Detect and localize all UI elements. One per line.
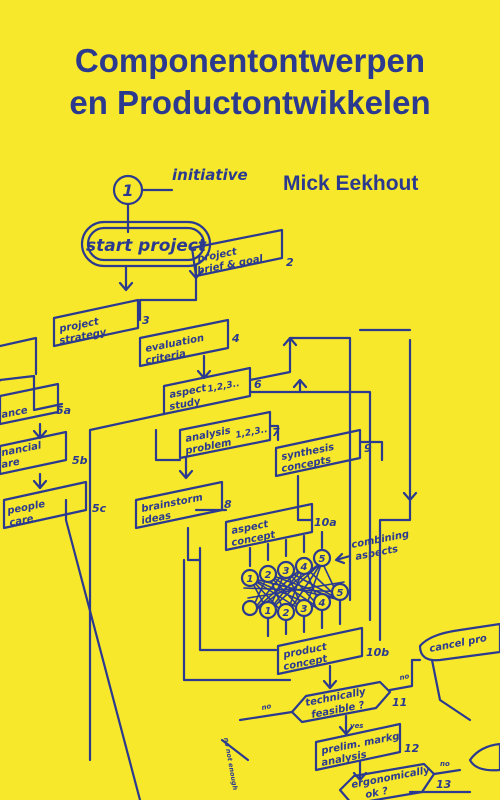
analysis-problem-index: 1,2,3.. bbox=[235, 425, 269, 441]
box-5c-line2: care bbox=[8, 513, 34, 528]
box-5a bbox=[0, 382, 60, 426]
initiative-label: initiative bbox=[172, 166, 248, 184]
technically-feasible-number: 11 bbox=[392, 696, 407, 709]
book-title: Componentontwerpen en Productontwikkelen bbox=[0, 40, 500, 124]
box-5b-line1: nancial bbox=[0, 440, 42, 459]
evaluation-criteria-number: 4 bbox=[231, 332, 240, 345]
node-top-1: 1 bbox=[247, 574, 254, 585]
node-bottom-2: 2 bbox=[283, 608, 290, 619]
box-5b-number: 5b bbox=[72, 454, 88, 467]
aspect-concept-number: 10a bbox=[314, 516, 337, 529]
cancel-project-node bbox=[418, 622, 500, 662]
product-concept-box bbox=[276, 626, 364, 676]
prelim-marketing-number: 12 bbox=[404, 742, 420, 755]
start-project-label: start project bbox=[86, 236, 207, 256]
aspect-study-index: 1,2,3.. bbox=[207, 379, 241, 395]
cancel-project-label: cancel pro bbox=[428, 633, 488, 655]
no-not-enough-label: no not enough bbox=[222, 737, 239, 791]
no-label-ergo: no bbox=[440, 760, 450, 768]
prelim-marketing-analysis-box bbox=[314, 722, 402, 772]
analysis-problem-number: 7 bbox=[272, 426, 280, 439]
node-bottom-3: 3 bbox=[301, 604, 308, 615]
node-bottom-1: 1 bbox=[265, 606, 272, 617]
node-top-4: 4 bbox=[300, 562, 308, 573]
node-bottom-4: 4 bbox=[318, 598, 326, 609]
aspect-study-box bbox=[162, 366, 252, 416]
aspect-study-number: 6 bbox=[254, 378, 262, 391]
project-strategy-box bbox=[52, 298, 140, 348]
technically-feasible-decision bbox=[290, 680, 392, 724]
box-5a-label: ance bbox=[0, 405, 28, 421]
box-5b bbox=[0, 430, 68, 476]
ergonomically-ok-number: 13 bbox=[436, 778, 452, 791]
box-5c bbox=[2, 480, 88, 530]
node-bottom-5: 5 bbox=[337, 588, 344, 599]
no-label-cancel: no bbox=[399, 672, 410, 682]
brainstorm-ideas-line1: brainstorm bbox=[140, 492, 203, 515]
combination-node-labels: 1 2 3 4 5 1 2 3 4 5 bbox=[247, 554, 344, 619]
title-line-1: Componentontwerpen bbox=[74, 42, 426, 79]
node-top-2: 2 bbox=[265, 570, 272, 581]
aspect-concept-box bbox=[224, 502, 314, 552]
synthesis-concepts-number: 9 bbox=[364, 442, 372, 455]
no-label-tech: no bbox=[261, 702, 272, 712]
box-5c-number: 5c bbox=[92, 502, 107, 515]
synthesis-concepts-box bbox=[274, 428, 362, 478]
initiative-number: 1 bbox=[122, 181, 133, 200]
ergonomically-ok-line2: ok ? bbox=[364, 786, 389, 800]
product-concept-number: 10b bbox=[366, 646, 389, 659]
project-brief-number: 2 bbox=[286, 256, 294, 269]
box-5a-number: 5a bbox=[56, 404, 71, 417]
brainstorm-ideas-number: 8 bbox=[224, 498, 232, 511]
combination-nodes bbox=[240, 548, 350, 622]
analysis-problem-box bbox=[178, 410, 272, 460]
evaluation-criteria-box bbox=[138, 318, 230, 368]
node-top-3: 3 bbox=[283, 566, 290, 577]
project-strategy-number: 3 bbox=[142, 314, 150, 327]
node-top-5: 5 bbox=[319, 554, 326, 565]
author-name: Mick Eekhout bbox=[283, 172, 419, 195]
box-5b-line2: are bbox=[0, 457, 20, 471]
yes-label-tech: yes bbox=[350, 722, 363, 730]
project-brief-box bbox=[190, 228, 284, 278]
title-line-2: en Productontwikkelen bbox=[69, 84, 431, 121]
combination-lines bbox=[243, 561, 349, 617]
